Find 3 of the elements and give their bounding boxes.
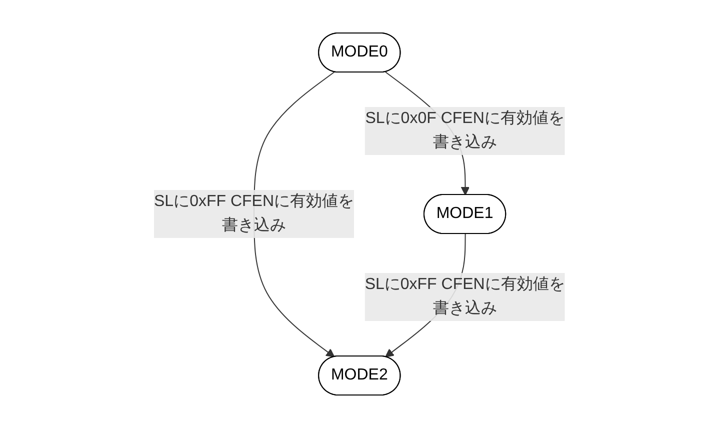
edge-label: SLに0xFF CFENに有効値を書き込み	[154, 192, 354, 234]
edge-label: SLに0xFF CFENに有効値を書き込み	[364, 275, 565, 316]
edge-label: SLに0x0F CFENに有効値を書き込み	[365, 109, 564, 150]
